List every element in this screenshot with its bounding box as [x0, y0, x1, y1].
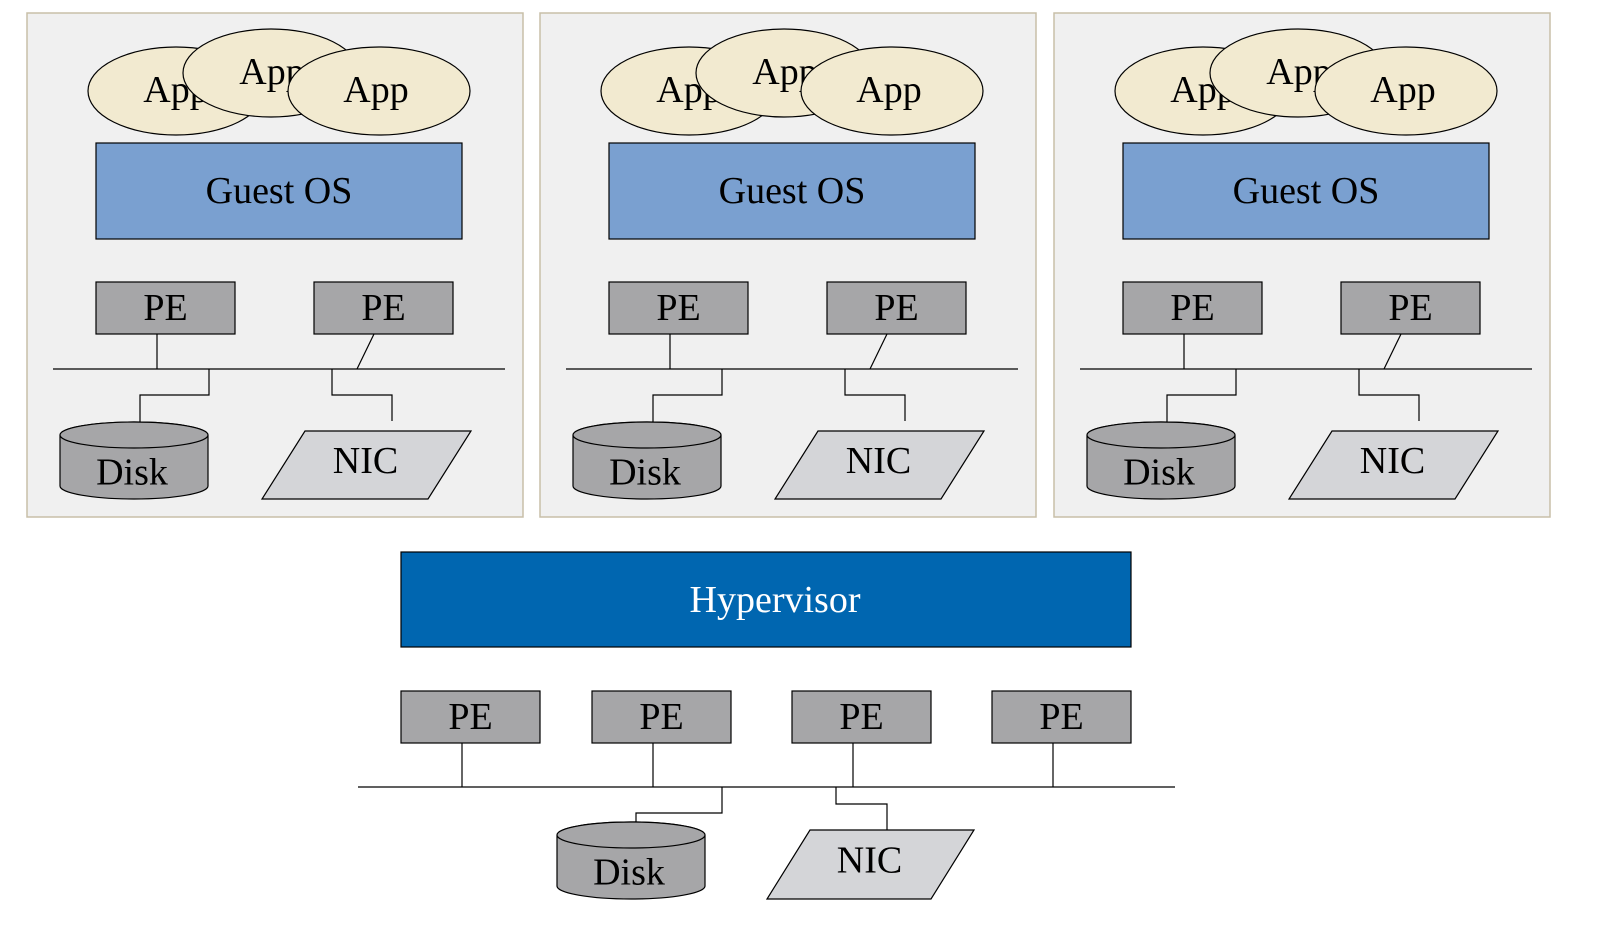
app-3: App — [1314, 46, 1498, 136]
pe-box — [400, 690, 541, 744]
disk: Disk — [572, 421, 722, 500]
pe-label: PE — [143, 287, 187, 329]
nic: NIC — [773, 430, 986, 500]
pe-box — [826, 281, 967, 335]
pe: PE — [826, 281, 967, 335]
disk: Disk — [59, 421, 209, 500]
pe-box — [313, 281, 454, 335]
app-label: App — [856, 69, 921, 111]
guest-os-label: Guest OS — [1233, 170, 1380, 212]
app-ellipse — [1314, 46, 1498, 136]
pe-label: PE — [1039, 696, 1083, 738]
guest-os-box — [95, 142, 463, 240]
hypervisor-label: Hypervisor — [690, 579, 861, 621]
nic-shape — [765, 829, 976, 900]
nic-label: NIC — [333, 440, 398, 482]
guest-os-label: Guest OS — [206, 170, 353, 212]
connector — [869, 333, 888, 370]
pe: PE — [608, 281, 749, 335]
guest-os: Guest OS — [608, 142, 976, 240]
disk-label: Disk — [96, 452, 168, 494]
guest-os-box — [608, 142, 976, 240]
pe-box — [1122, 281, 1263, 335]
disk-top — [556, 821, 706, 849]
nic: NIC — [260, 430, 473, 500]
pe-box — [591, 690, 732, 744]
pe: PE — [95, 281, 236, 335]
guest-os-label: Guest OS — [719, 170, 866, 212]
app-3: App — [287, 46, 471, 136]
connector — [844, 369, 906, 421]
disk: Disk — [556, 821, 706, 900]
pe-box — [1340, 281, 1481, 335]
app-label: App — [1370, 69, 1435, 111]
disk-label: Disk — [609, 452, 681, 494]
pe-box — [991, 690, 1132, 744]
guest-os: Guest OS — [95, 142, 463, 240]
pe-box — [95, 281, 236, 335]
pe-box — [791, 690, 932, 744]
nic-shape — [260, 430, 473, 500]
pe-label: PE — [361, 287, 405, 329]
app-label: App — [343, 69, 408, 111]
connector — [331, 369, 393, 421]
pe: PE — [791, 690, 932, 744]
pe-label: PE — [656, 287, 700, 329]
nic-label: NIC — [1360, 440, 1425, 482]
pe: PE — [400, 690, 541, 744]
connector — [356, 333, 375, 370]
pe: PE — [991, 690, 1132, 744]
pe-box — [608, 281, 749, 335]
pe-label: PE — [448, 696, 492, 738]
nic-shape — [773, 430, 986, 500]
disk-top — [59, 421, 209, 449]
pe: PE — [313, 281, 454, 335]
pe: PE — [1122, 281, 1263, 335]
app-ellipse — [287, 46, 471, 136]
pe: PE — [1340, 281, 1481, 335]
connector — [139, 369, 210, 423]
connector — [1166, 369, 1237, 423]
hypervisor-box — [400, 551, 1132, 648]
connector — [1358, 369, 1420, 421]
disk-top — [572, 421, 722, 449]
nic-label: NIC — [837, 840, 902, 882]
nic-label: NIC — [846, 440, 911, 482]
app-3: App — [800, 46, 984, 136]
connector — [635, 787, 723, 823]
pe-label: PE — [874, 287, 918, 329]
app-ellipse — [800, 46, 984, 136]
nic: NIC — [765, 829, 976, 900]
hypervisor: Hypervisor — [400, 551, 1132, 648]
disk: Disk — [1086, 421, 1236, 500]
pe-label: PE — [1170, 287, 1214, 329]
disk-top — [1086, 421, 1236, 449]
connector — [835, 787, 888, 830]
pe-label: PE — [1388, 287, 1432, 329]
disk-label: Disk — [593, 852, 665, 894]
nic-shape — [1287, 430, 1500, 500]
guest-os: Guest OS — [1122, 142, 1490, 240]
disk-label: Disk — [1123, 452, 1195, 494]
pe-label: PE — [639, 696, 683, 738]
connector — [1383, 333, 1402, 370]
pe-label: PE — [839, 696, 883, 738]
pe: PE — [591, 690, 732, 744]
guest-os-box — [1122, 142, 1490, 240]
connector — [652, 369, 723, 423]
nic: NIC — [1287, 430, 1500, 500]
